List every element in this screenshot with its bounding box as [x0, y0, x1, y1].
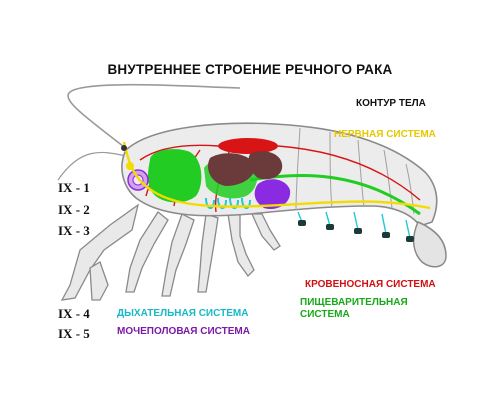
brain-ganglion: [126, 162, 134, 170]
label-body-outline: КОНТУР ТЕЛА: [356, 98, 426, 109]
label-respiratory-system: ДЫХАТЕЛЬНАЯ СИСТЕМА: [117, 308, 249, 319]
segment-label-2: IX - 2: [58, 202, 90, 217]
label-urogenital-system: МОЧЕПОЛОВАЯ СИСТЕМА: [117, 326, 250, 337]
pleopods: [297, 211, 414, 242]
body-outline: [121, 122, 438, 227]
segment-label-4: IX - 4: [58, 306, 90, 321]
diagram-title: ВНУТРЕННЕЕ СТРОЕНИЕ РЕЧНОГО РАКА: [107, 62, 393, 77]
long-antenna: [67, 83, 241, 151]
gills: [205, 197, 251, 209]
ventral-nerve-cord: [130, 167, 431, 210]
label-circulatory-system: КРОВЕНОСНАЯ СИСТЕМА: [305, 279, 436, 290]
gonad: [254, 179, 291, 210]
liver-lobe-2: [248, 151, 283, 180]
segment-label-5: IX - 5: [58, 326, 90, 341]
segment-label-1: IX - 1: [58, 180, 90, 195]
segment-label-3: IX - 3: [58, 223, 90, 238]
label-digestive-system: ПИЩЕВАРИТЕЛЬНАЯ СИСТЕМА: [300, 297, 408, 321]
tail-fan: [412, 221, 447, 268]
legs: [60, 203, 281, 301]
label-digestive-line1: ПИЩЕВАРИТЕЛЬНАЯ: [300, 297, 408, 308]
label-digestive-line2: СИСТЕМА: [300, 309, 350, 320]
heart: [218, 138, 278, 154]
label-nervous-system: НЕРВНАЯ СИСТЕМА: [334, 129, 436, 140]
eye: [121, 145, 127, 151]
short-antenna: [57, 151, 127, 181]
liver-lobe-1: [207, 153, 255, 186]
stomach: [148, 149, 202, 203]
